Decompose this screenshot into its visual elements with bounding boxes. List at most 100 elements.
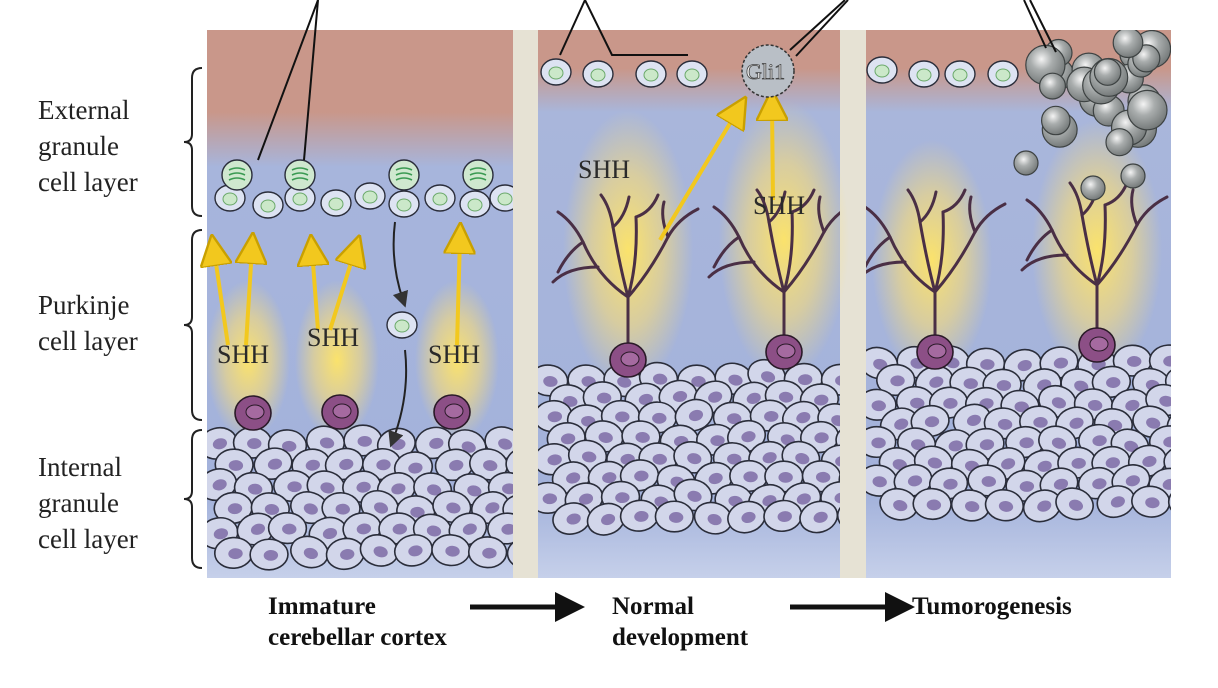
granule-cell — [1096, 485, 1136, 519]
dividing-cell — [388, 159, 420, 191]
granule-cell — [1055, 487, 1094, 521]
dendrite — [661, 200, 670, 239]
granule-cell — [324, 447, 364, 481]
nucleus — [292, 192, 308, 206]
granule-cell — [912, 487, 952, 521]
dendrite — [1020, 253, 1069, 272]
migration-arrow — [388, 349, 408, 448]
nucleus — [952, 68, 968, 82]
granule-cell — [835, 424, 840, 457]
nucleus — [222, 192, 238, 206]
tumor-cell — [1038, 72, 1066, 100]
leader-line — [559, 0, 586, 56]
shh-glow — [206, 280, 290, 440]
nucleus — [497, 192, 513, 206]
tumor-cell — [1120, 163, 1146, 189]
dendrite — [790, 188, 816, 214]
dendrite — [1130, 188, 1139, 227]
shh-arrow — [246, 248, 252, 346]
dendrite — [933, 210, 945, 294]
tumor-cell — [1093, 58, 1122, 86]
tumor-cell — [1127, 89, 1168, 131]
nucleus — [590, 68, 606, 82]
layer-bracket — [183, 67, 203, 217]
shh-glow — [872, 140, 992, 380]
granule-cell — [967, 464, 1007, 497]
nucleus — [916, 68, 932, 82]
divider — [840, 30, 866, 578]
nucleus — [396, 198, 412, 212]
cells-tumor — [866, 30, 1171, 523]
dividing-cell — [221, 159, 253, 191]
tumor-cell — [1105, 128, 1134, 157]
granule-cell — [1163, 445, 1171, 478]
dendrite — [626, 215, 638, 299]
dendrite — [817, 195, 826, 234]
shh-label: SHH — [217, 340, 269, 369]
granule-cell — [799, 500, 839, 534]
tumor-cell — [1112, 30, 1144, 59]
shh-label: SHH — [428, 340, 480, 369]
granule-cell — [467, 536, 508, 569]
shh-arrow — [312, 250, 318, 331]
granule-cell — [693, 501, 733, 535]
shh-glow — [563, 110, 693, 390]
granule-cell — [1164, 366, 1171, 399]
nucleus — [548, 66, 564, 80]
granule-cell — [506, 537, 513, 570]
tumor-cell — [1013, 150, 1039, 176]
stage-immature-label: Immature cerebellar cortex — [268, 593, 447, 651]
dendrite — [556, 240, 585, 274]
dendrite — [1095, 203, 1107, 287]
granule-cell — [586, 502, 626, 536]
nucleus — [260, 199, 276, 213]
granule-cell — [866, 425, 897, 459]
nucleus — [874, 64, 890, 78]
tumor-cell — [1041, 105, 1071, 136]
cells-immature — [207, 159, 513, 571]
granule-cell — [393, 534, 434, 567]
granule-cell — [763, 499, 803, 533]
granule-cell — [1022, 489, 1062, 523]
cells-normal — [538, 58, 840, 536]
granule-cell — [505, 446, 513, 480]
granule-cell — [1167, 484, 1171, 517]
granule-cell — [1091, 365, 1132, 398]
dendrite — [767, 190, 787, 224]
leader-line — [1029, 0, 1057, 53]
purkinje-layer-label: Purkinje cell layer — [38, 290, 138, 356]
dendrite — [782, 210, 794, 294]
stage-normal-label: Normal development — [612, 593, 749, 651]
nucleus — [995, 68, 1011, 82]
granule-cell — [866, 464, 898, 497]
tumor-mass — [1025, 30, 1171, 157]
dendrite — [968, 195, 977, 234]
layer-bracket — [183, 429, 203, 569]
shh-arrow — [457, 238, 460, 346]
nucleus — [467, 198, 483, 212]
granule-cell — [487, 512, 513, 545]
dendrite — [866, 260, 907, 274]
dendrite — [611, 195, 631, 229]
migration-arrow — [392, 221, 408, 308]
granule-cell — [950, 489, 991, 522]
granule-cell — [325, 537, 365, 571]
shh-label: SHH — [578, 155, 630, 184]
dendrite — [712, 235, 741, 269]
tumor-cell — [1080, 175, 1106, 201]
nucleus — [684, 68, 700, 82]
dendrite — [634, 193, 660, 219]
gli1-label: Gli1 — [746, 59, 785, 84]
granule-cell — [879, 487, 919, 521]
external-granule-layer-label: External granule cell layer — [38, 95, 138, 197]
granule-cell — [290, 535, 329, 569]
granule-cell — [207, 468, 238, 502]
nucleus — [394, 319, 410, 333]
shh-label: SHH — [753, 191, 805, 220]
granule-cell — [1112, 344, 1153, 377]
shh-arrow — [214, 250, 228, 346]
stage-tumor-label: Tumorogenesis — [912, 593, 1072, 620]
dendrite — [1025, 228, 1054, 262]
leader-line — [303, 0, 319, 161]
